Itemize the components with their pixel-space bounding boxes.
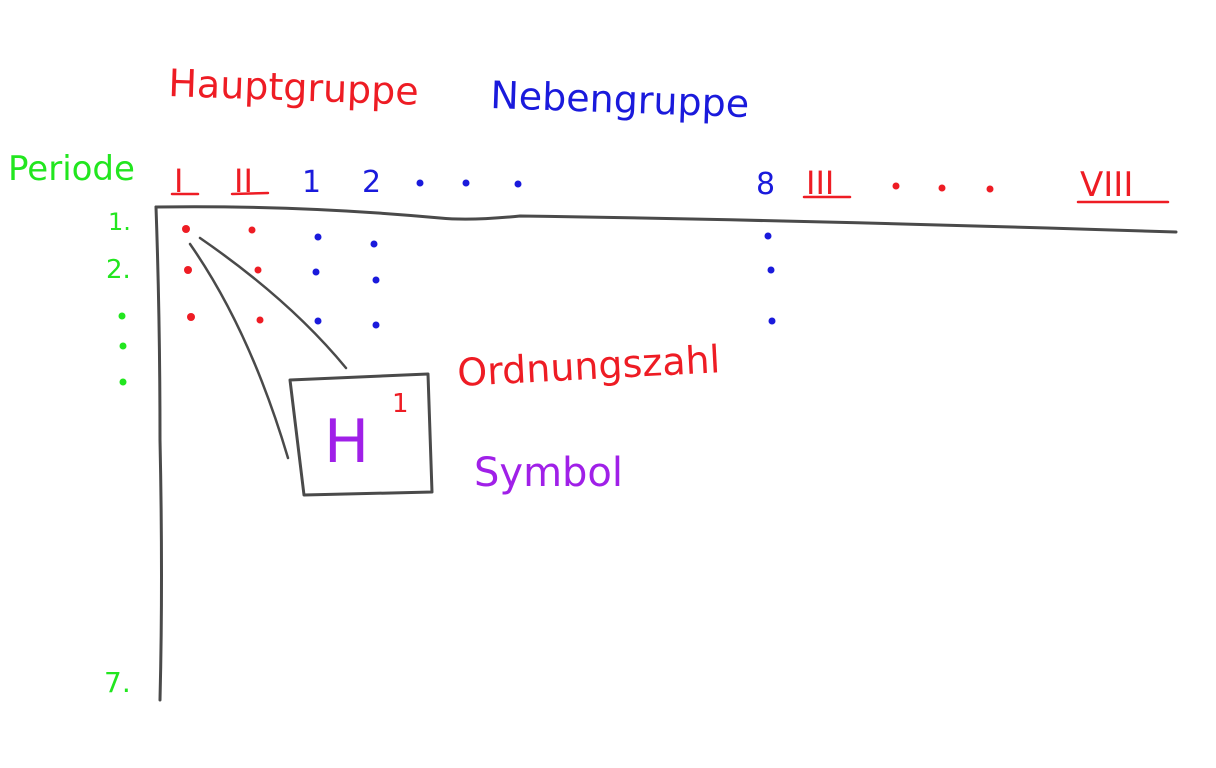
element-box (288, 372, 434, 497)
column-label-main-II: II (234, 162, 253, 200)
period-heading: Periode (8, 149, 135, 189)
column-label-main-VIII: VIII (1080, 165, 1133, 205)
zoom-callout-lines (188, 236, 348, 460)
roman-numeral-underlines (170, 191, 1170, 204)
sub-group-element-dots (312, 232, 776, 329)
atomic-number-label: Ordnungszahl (456, 337, 721, 395)
header-ellipsis-main (892, 182, 994, 193)
row-label-period-7: 7. (104, 666, 131, 699)
sub-group-heading: Nebengruppe (490, 73, 750, 126)
column-label-sub-2: 2 (362, 165, 381, 200)
table-top-axis (154, 205, 1178, 234)
element-symbol: H (324, 407, 369, 477)
row-label-period-1: 1. (108, 208, 131, 236)
column-label-main-I: I (174, 162, 183, 200)
symbol-label: Symbol (474, 450, 623, 496)
element-atomic-number: 1 (392, 389, 409, 419)
column-label-main-III: III (806, 164, 834, 202)
table-left-axis (154, 205, 163, 702)
column-label-sub-1: 1 (302, 165, 321, 200)
main-group-element-dots (182, 225, 264, 324)
header-ellipsis-sub (416, 179, 522, 188)
row-label-period-2: 2. (106, 255, 131, 285)
main-group-heading: Hauptgruppe (168, 61, 420, 114)
column-label-sub-8: 8 (756, 167, 775, 202)
period-ellipsis (118, 312, 127, 386)
